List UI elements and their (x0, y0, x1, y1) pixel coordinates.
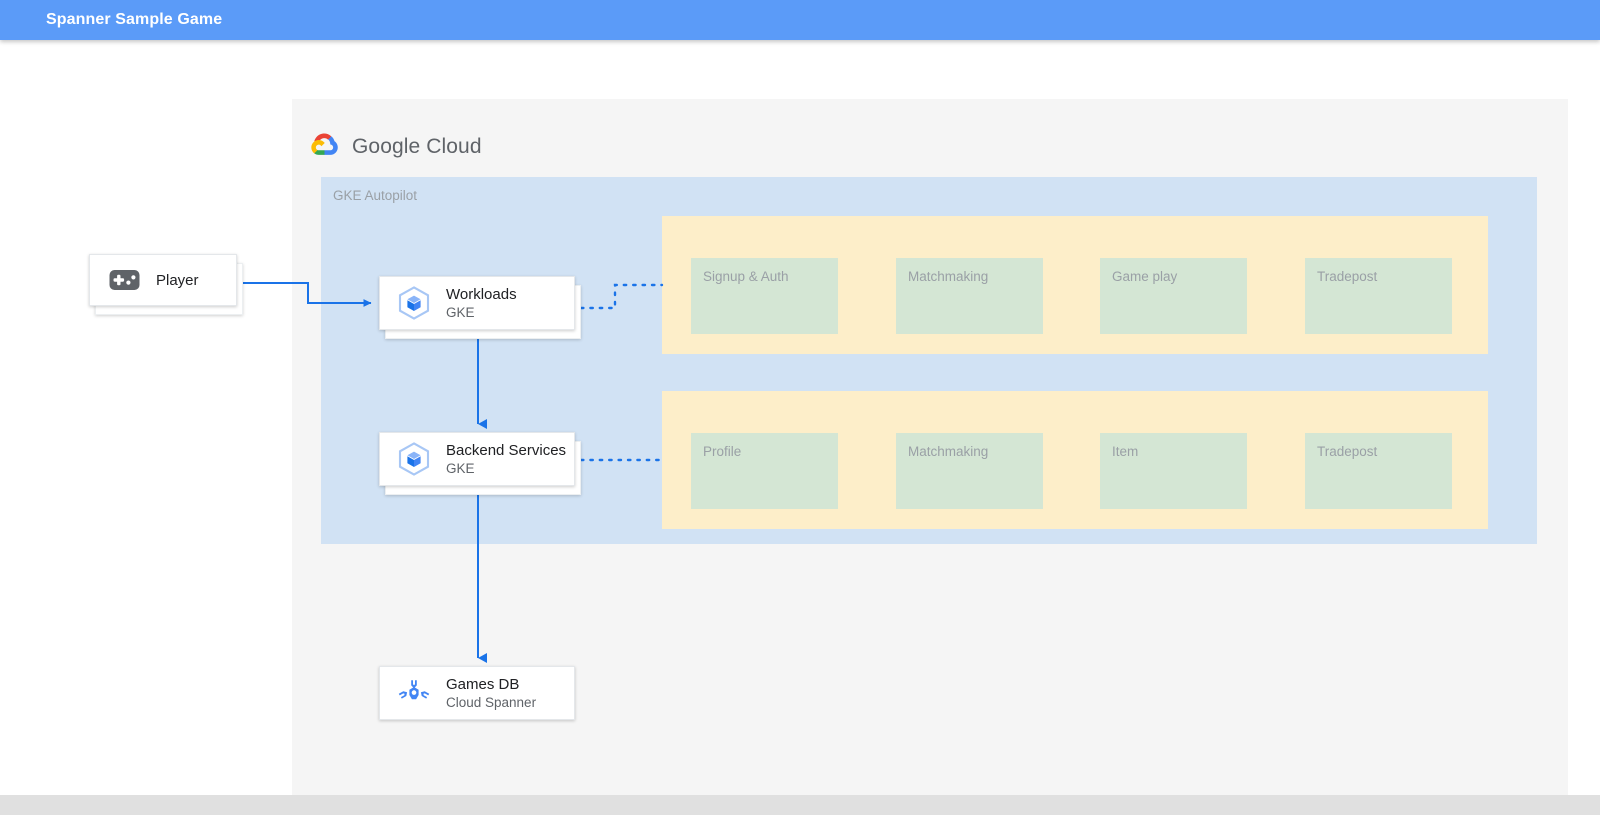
footer-bar (0, 795, 1600, 815)
service-box-label: Tradepost (1317, 444, 1378, 459)
service-box-signup-auth[interactable]: Signup & Auth (691, 258, 838, 334)
gke-icon (397, 286, 431, 320)
service-box-label: Tradepost (1317, 269, 1378, 284)
service-box-tradepost[interactable]: Tradepost (1305, 258, 1452, 334)
service-box-matchmaking[interactable]: Matchmaking (896, 433, 1043, 509)
architecture-diagram: Google Cloud GKE Autopilot Signup & Auth… (89, 99, 1568, 796)
service-box-label: Matchmaking (908, 269, 989, 284)
service-panel-backend: Profile Matchmaking Item Tradepost (662, 391, 1488, 529)
node-workloads[interactable]: Workloads GKE (379, 276, 581, 339)
node-backend-services[interactable]: Backend Services GKE (379, 432, 581, 495)
app-title: Spanner Sample Game (46, 11, 223, 28)
page-body: Google Cloud GKE Autopilot Signup & Auth… (0, 40, 1600, 796)
node-subtitle: GKE (446, 460, 475, 476)
node-title: Workloads (446, 285, 517, 303)
google-cloud-logo-text: Google Cloud (352, 135, 482, 158)
app-bar: Spanner Sample Game (0, 0, 1600, 40)
google-cloud-logo: Google Cloud (311, 132, 482, 162)
google-cloud-logo-icon (311, 132, 341, 162)
node-subtitle: GKE (446, 304, 475, 320)
node-card[interactable]: Workloads GKE (379, 276, 575, 330)
node-player[interactable]: Player (89, 254, 243, 315)
gke-autopilot-label: GKE Autopilot (333, 188, 418, 203)
service-box-profile[interactable]: Profile (691, 433, 838, 509)
cloud-spanner-icon (397, 676, 431, 710)
gamepad-icon (107, 263, 141, 297)
node-card[interactable]: Games DB Cloud Spanner (379, 666, 575, 720)
node-games-db[interactable]: Games DB Cloud Spanner (379, 666, 575, 720)
service-box-label: Signup & Auth (703, 269, 789, 284)
node-card[interactable]: Player (89, 254, 237, 306)
service-box-item[interactable]: Item (1100, 433, 1247, 509)
service-box-matchmaking[interactable]: Matchmaking (896, 258, 1043, 334)
service-box-tradepost[interactable]: Tradepost (1305, 433, 1452, 509)
service-box-label: Profile (703, 444, 742, 459)
node-card[interactable]: Backend Services GKE (379, 432, 575, 486)
service-box-label: Game play (1112, 269, 1178, 284)
service-box-label: Item (1112, 444, 1139, 459)
node-text: Backend Services GKE (446, 441, 566, 478)
node-title: Games DB (446, 675, 520, 693)
node-subtitle: Cloud Spanner (446, 694, 537, 710)
service-box-label: Matchmaking (908, 444, 989, 459)
node-title: Backend Services (446, 441, 567, 459)
node-title: Player (156, 271, 199, 289)
service-box-game-play[interactable]: Game play (1100, 258, 1247, 334)
gke-icon (397, 442, 431, 476)
node-text: Player (156, 271, 199, 290)
node-text: Workloads GKE (446, 285, 517, 322)
node-text: Games DB Cloud Spanner (446, 675, 536, 712)
service-panel-workloads: Signup & Auth Matchmaking Game play Trad… (662, 216, 1488, 354)
